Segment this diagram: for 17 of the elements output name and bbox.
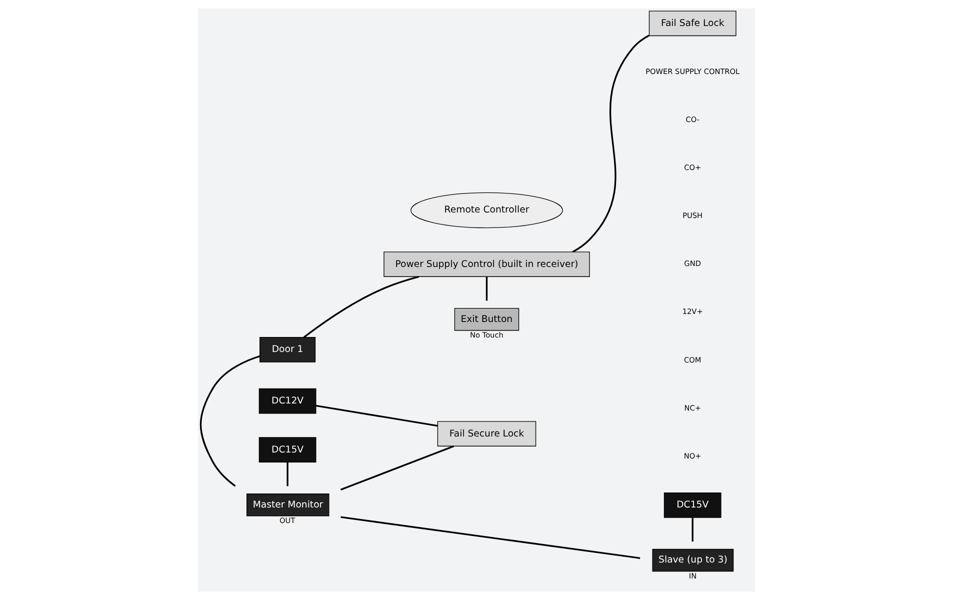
- connector: [200, 355, 260, 487]
- connector: [340, 445, 454, 490]
- connector: [316, 404, 438, 427]
- connector: [340, 516, 640, 559]
- node-ellipse: Remote Controller: [410, 192, 563, 228]
- node-box: Fail Safe Lock: [648, 10, 736, 36]
- node-box: Door 1: [260, 337, 316, 362]
- connector: [572, 34, 650, 253]
- node-box: Fail Secure Lock: [437, 421, 536, 446]
- connector: [692, 518, 694, 542]
- connector: [303, 276, 420, 338]
- node-box: DC12V: [258, 388, 316, 414]
- node-box: DC15V: [258, 437, 316, 462]
- node-box: DC15V: [664, 492, 722, 518]
- connector: [286, 462, 288, 486]
- connector: [486, 276, 488, 301]
- node-box: Power Supply Control (built in receiver): [384, 252, 590, 277]
